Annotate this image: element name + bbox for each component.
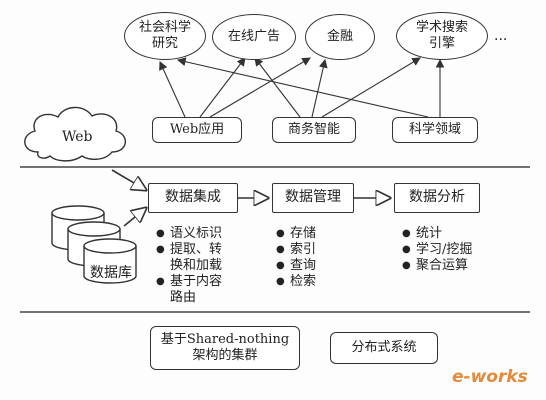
app-finance: 金融 xyxy=(305,14,375,60)
distributed-system-box: 分布式系统 xyxy=(330,332,438,364)
shared-nothing-cluster-box: 基于Shared-nothing 架构的集群 xyxy=(150,326,300,370)
app-social-science: 社会科学 研究 xyxy=(124,12,206,60)
list-item: 语义标识 xyxy=(156,226,222,242)
scientific-domain-box: 科学领域 xyxy=(392,117,478,143)
analysis-list: 统计 学习/挖掘 聚合运算 xyxy=(402,226,472,274)
data-analysis-box: 数据分析 xyxy=(394,183,480,213)
list-item: 提取、转 换和加载 xyxy=(156,242,222,274)
data-management-box: 数据管理 xyxy=(272,183,354,213)
database-label: 数据库 xyxy=(90,265,132,281)
upward-arrows xyxy=(159,57,445,118)
list-item: 查询 xyxy=(276,258,316,274)
list-item: 存储 xyxy=(276,226,316,242)
business-intelligence-box: 商务智能 xyxy=(272,117,356,143)
list-item: 索引 xyxy=(276,242,316,258)
web-application-box: Web应用 xyxy=(152,117,242,143)
list-item: 聚合运算 xyxy=(402,258,472,274)
list-item: 基于内容 路由 xyxy=(156,274,222,306)
data-integration-box: 数据集成 xyxy=(148,183,238,213)
app-academic-search: 学术搜索 引擎 xyxy=(396,12,488,60)
list-item: 统计 xyxy=(402,226,472,242)
integration-list: 语义标识 提取、转 换和加载 基于内容 路由 xyxy=(156,226,222,306)
more-ellipsis: ... xyxy=(494,28,508,44)
web-label: Web xyxy=(62,129,93,145)
app-online-advertising: 在线广告 xyxy=(212,14,296,60)
watermark-logo: e-works xyxy=(452,367,528,387)
source-arrows xyxy=(111,169,146,227)
list-item: 学习/挖掘 xyxy=(402,242,472,258)
management-list: 存储 索引 查询 检索 xyxy=(276,226,316,290)
list-item: 检索 xyxy=(276,274,316,290)
web-cloud-shape xyxy=(24,106,126,162)
database-stack-icon xyxy=(51,205,137,284)
